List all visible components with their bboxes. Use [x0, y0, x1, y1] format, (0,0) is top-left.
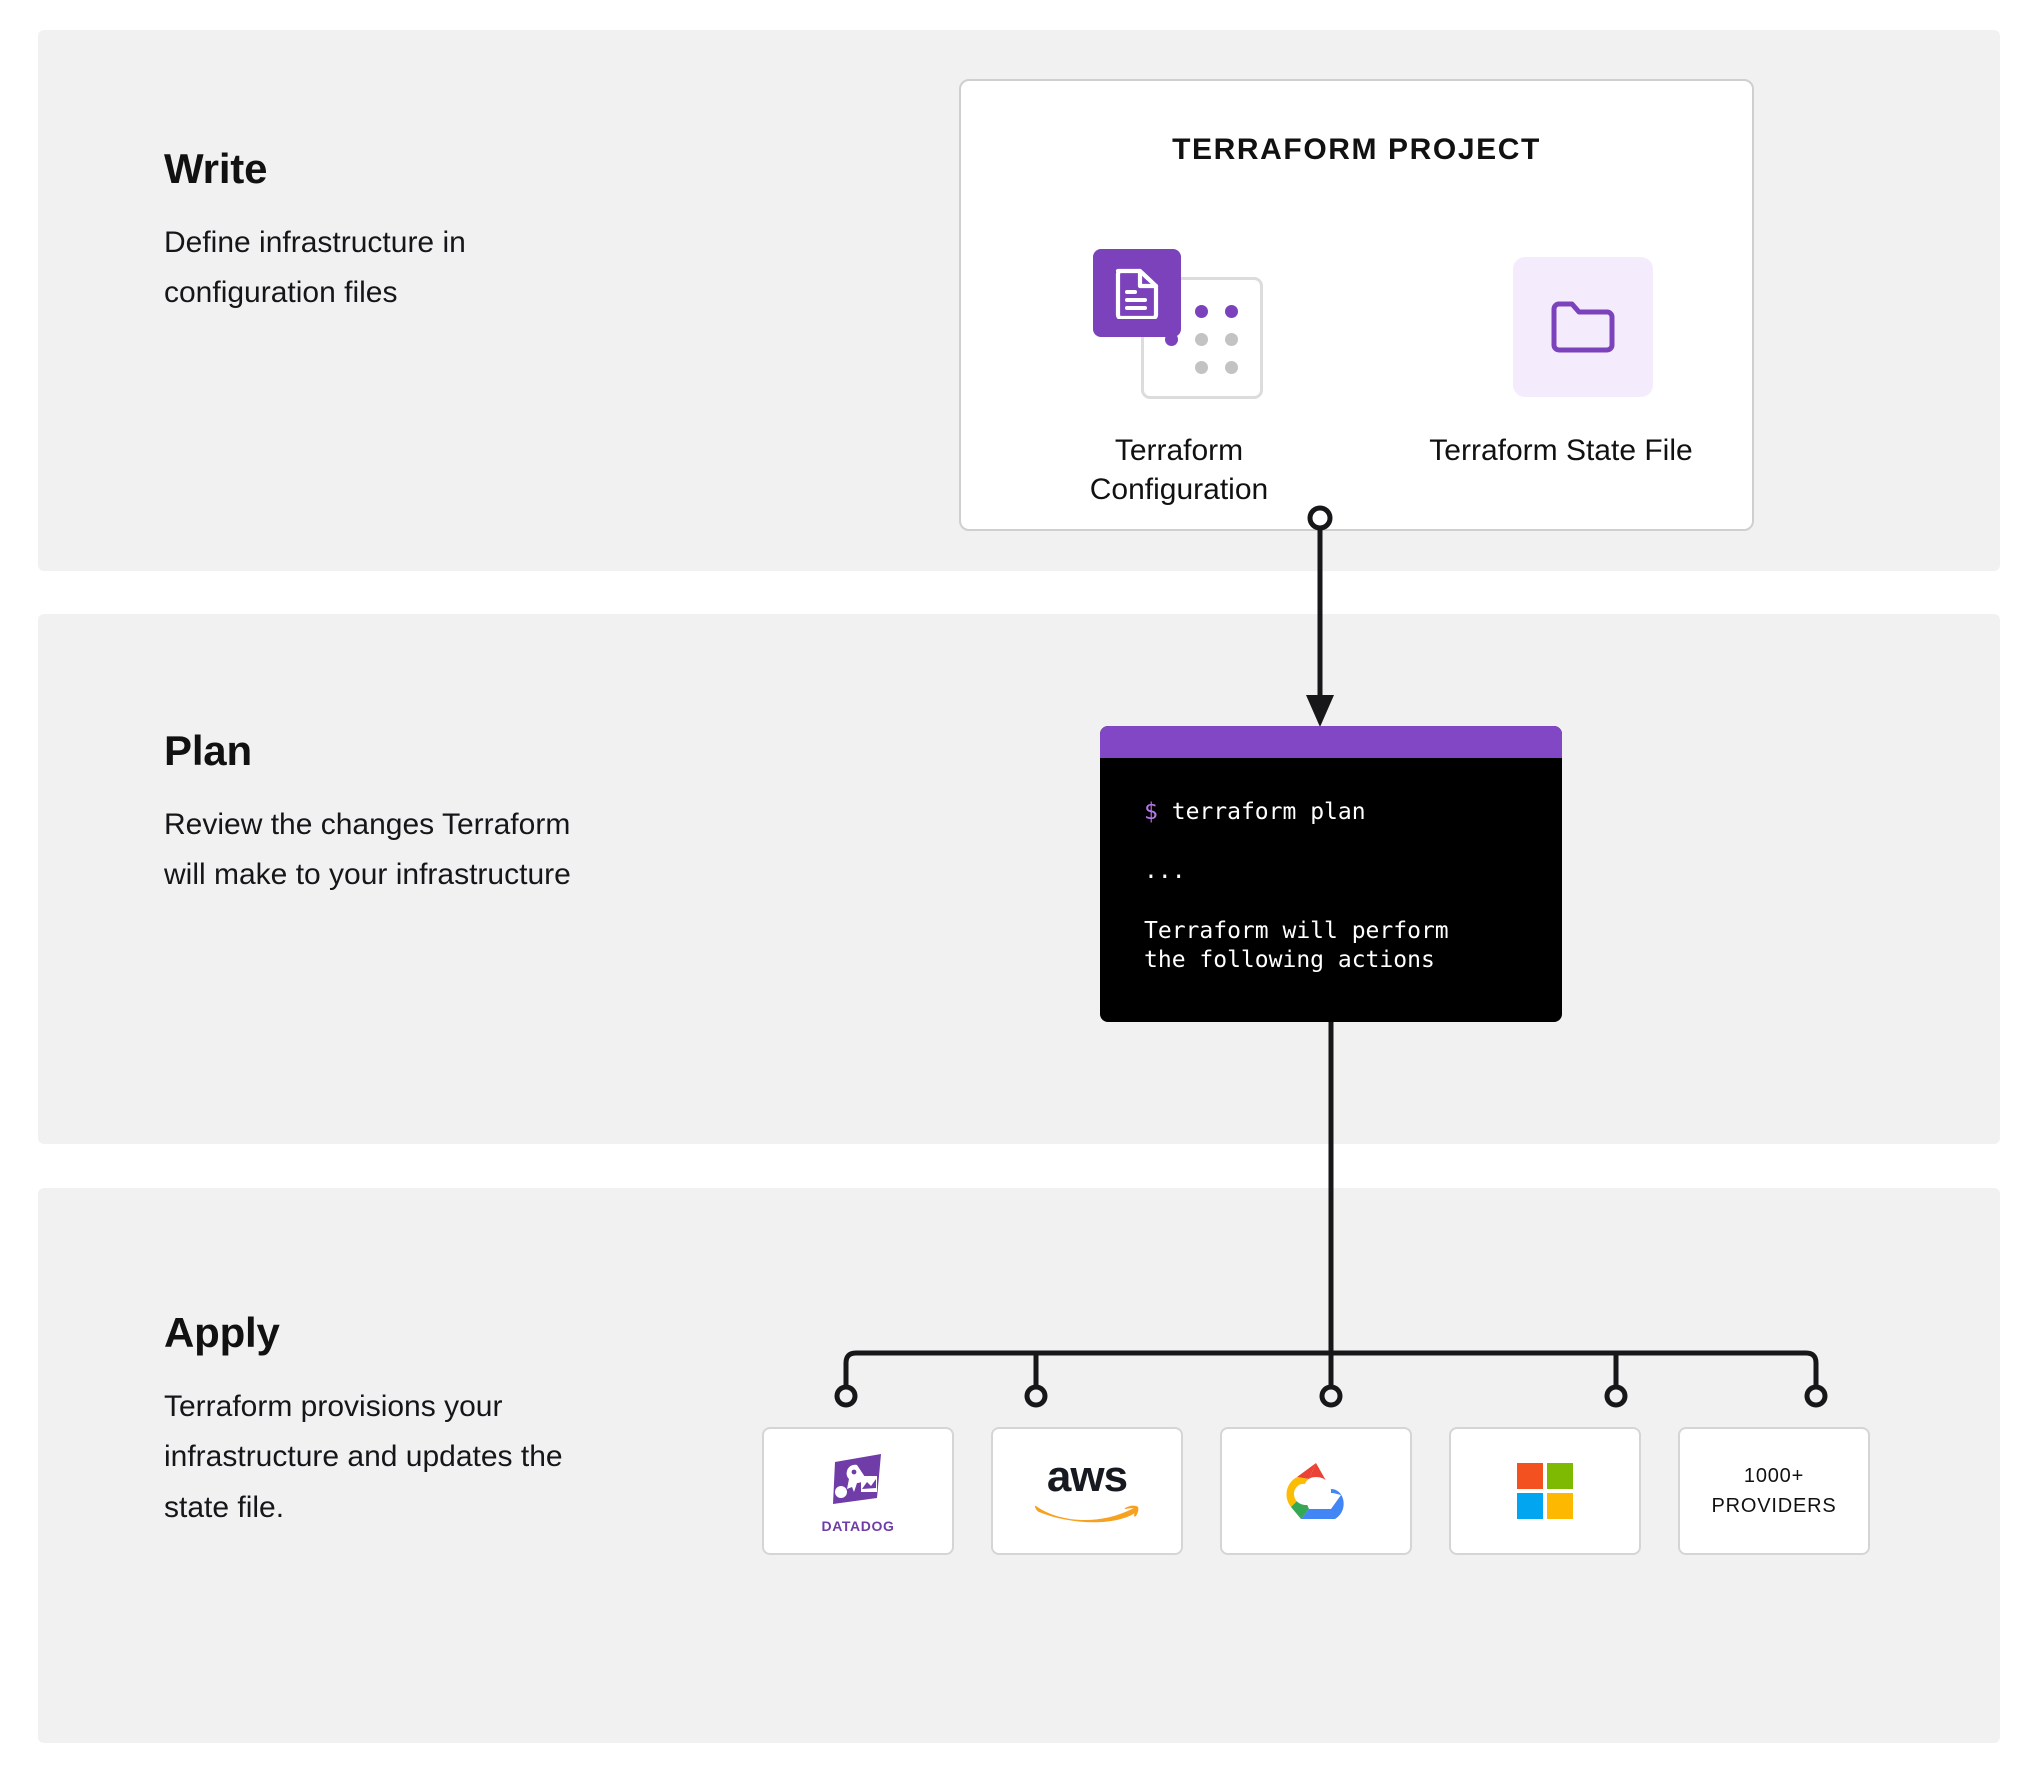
datadog-logo-icon: DATADOG [822, 1448, 895, 1534]
stage-plan-description: Review the changes Terraform will make t… [164, 808, 571, 892]
stage-write-description: Define infrastructure in configuration f… [164, 226, 466, 310]
configuration-artwork [1079, 249, 1279, 409]
more-providers-count: 1000+ [1743, 1465, 1805, 1487]
stage-apply: Apply Terraform provisions your infrastr… [164, 1312, 594, 1533]
provider-tile-more-providers[interactable]: 1000+ PROVIDERS [1678, 1427, 1870, 1555]
terraform-project-card: TERRAFORM PROJECT [959, 79, 1754, 531]
terminal-command-line: $ terraform plan [1144, 798, 1562, 827]
stage-plan-title: Plan [164, 727, 252, 774]
stage-apply-description: Terraform provisions your infrastructure… [164, 1390, 563, 1524]
project-card-title: TERRAFORM PROJECT [1172, 133, 1541, 166]
terminal-command: terraform plan [1171, 799, 1366, 825]
asset-terraform-configuration: Terraform Configuration [1029, 249, 1329, 509]
datadog-wordmark: DATADOG [821, 1518, 895, 1534]
stage-plan: Plan Review the changes Terraform will m… [164, 730, 594, 901]
provider-tile-microsoft[interactable] [1449, 1427, 1641, 1555]
terminal-output-line-2: the following actions [1144, 947, 1435, 974]
stage-write: Write Define infrastructure in configura… [164, 148, 594, 319]
provider-tile-datadog[interactable]: DATADOG [762, 1427, 954, 1555]
microsoft-logo-icon [1517, 1463, 1573, 1519]
asset-label-state-file: Terraform State File [1429, 434, 1693, 467]
asset-terraform-state-file: Terraform State File [1411, 249, 1711, 470]
document-icon [1093, 249, 1181, 337]
more-providers-word: PROVIDERS [1711, 1495, 1837, 1517]
provider-tile-google-cloud[interactable] [1220, 1427, 1412, 1555]
provider-tile-aws[interactable]: aws [991, 1427, 1183, 1555]
terminal-output-line-1: Terraform will perform [1144, 917, 1449, 944]
stage-panel-plan [38, 614, 2000, 1144]
terminal-title-bar [1100, 726, 1562, 758]
aws-logo-icon: aws [1033, 1452, 1141, 1525]
state-file-artwork [1461, 249, 1661, 409]
stage-apply-title: Apply [164, 1309, 280, 1356]
connector-write-to-plan [1290, 505, 1350, 740]
terminal-ellipsis: ... [1144, 858, 1186, 885]
terminal-window: $ terraform plan ... Terraform will perf… [1100, 726, 1562, 1022]
terminal-output: $ terraform plan ... Terraform will perf… [1100, 758, 1562, 976]
stage-write-title: Write [164, 145, 268, 192]
connector-plan-to-apply [780, 1020, 1840, 1425]
asset-label-configuration: Terraform Configuration [1089, 434, 1269, 506]
terminal-prompt-symbol: $ [1144, 799, 1158, 825]
folder-icon [1513, 257, 1653, 397]
aws-wordmark: aws [1046, 1452, 1128, 1502]
google-cloud-logo-icon [1286, 1463, 1344, 1519]
provider-tiles: DATADOG aws [762, 1427, 1870, 1555]
more-providers-label: 1000+ PROVIDERS [1711, 1461, 1836, 1521]
